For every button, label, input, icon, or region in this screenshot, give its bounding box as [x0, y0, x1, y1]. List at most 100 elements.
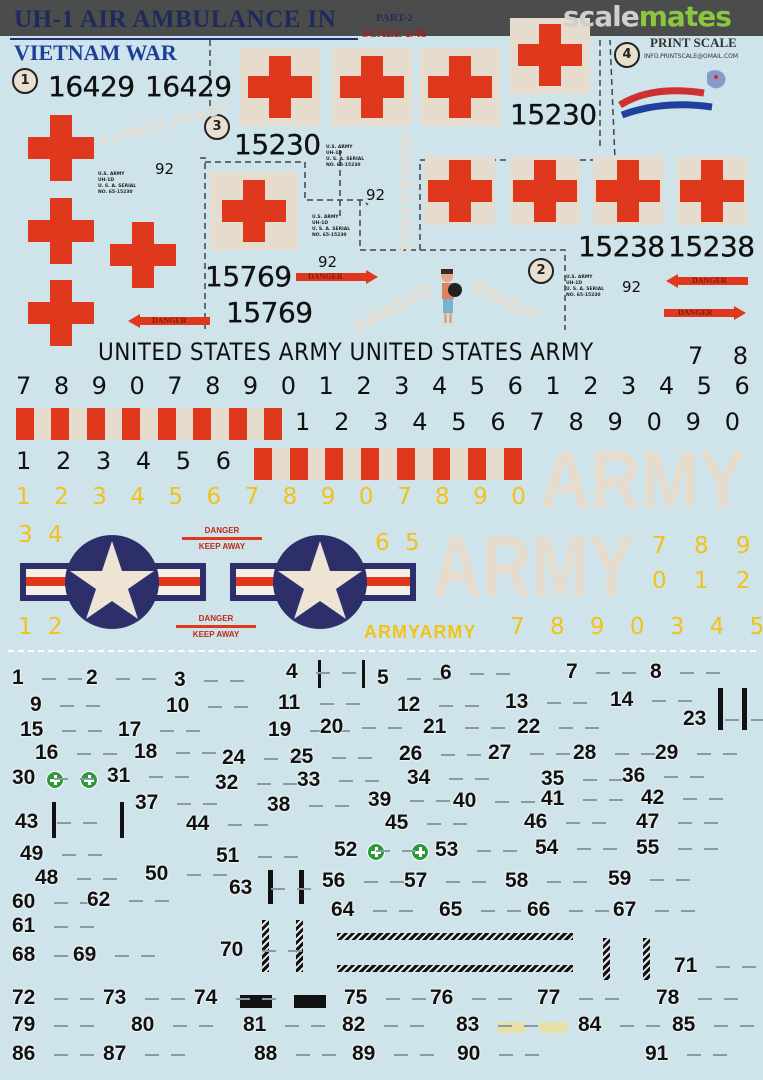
walkway-stripe-decal: [603, 938, 610, 980]
stencil-mark: [472, 998, 486, 1000]
decal-digit: 0: [280, 372, 296, 400]
stencil-mark: [704, 848, 718, 850]
scheme-4-marker: 4: [614, 42, 640, 68]
serial-15769: 15769: [205, 260, 292, 293]
stencil-mark: [254, 824, 268, 826]
stencil-mark: [80, 926, 94, 928]
decal-digit: 8: [568, 408, 584, 436]
stencil-mark: [592, 822, 606, 824]
bandit-character-art: [441, 269, 462, 323]
decal-digit: 4: [412, 408, 428, 436]
decal-digit: 4: [431, 372, 448, 400]
red-cream-stripe-decal: [254, 448, 522, 480]
decal-digit: 7: [529, 408, 545, 436]
decal-digit: 8: [205, 372, 221, 400]
decal-digit: 9: [607, 408, 623, 436]
black-stripe-decal: [268, 870, 273, 904]
stencil-mark: [650, 879, 664, 881]
black-stripe-decal: [120, 802, 124, 838]
stencil-mark: [364, 881, 378, 883]
stencil-mark: [54, 926, 68, 928]
stencil-mark: [725, 719, 739, 721]
us-star-insignia: [20, 535, 206, 629]
stencil-mark: [573, 702, 587, 704]
decal-number: 15: [20, 718, 44, 741]
decal-number: 71: [674, 954, 698, 977]
decal-number: 68: [12, 943, 36, 966]
stencil-mark: [676, 879, 690, 881]
stencil-mark: [202, 752, 216, 754]
decal-digit: 5: [168, 484, 184, 510]
stencil-mark: [573, 881, 587, 883]
danger-arrow-left: DANGER: [128, 314, 210, 328]
stencil-mark: [559, 727, 573, 729]
decal-number: 7: [566, 660, 578, 683]
decal-number: 89: [352, 1042, 376, 1065]
stencil-mark: [386, 998, 400, 1000]
decal-number: 50: [145, 862, 169, 885]
decal-digit: 6: [215, 447, 231, 475]
decal-number: 56: [322, 869, 346, 892]
decal-number: 28: [573, 741, 597, 764]
stencil-mark: [655, 910, 669, 912]
stencil-mark: [507, 910, 521, 912]
title-underline: [10, 38, 358, 40]
decal-digit: 6: [206, 484, 222, 510]
decal-number: 18: [134, 740, 158, 763]
black-stripe-decal: [718, 688, 723, 730]
decal-number: 30: [12, 766, 36, 789]
decal-digit: 5: [696, 372, 712, 400]
stencil-mark: [171, 1054, 185, 1056]
stencil-mark: [176, 752, 190, 754]
decal-number: 78: [656, 986, 680, 1009]
yellow-digits: 6 5: [375, 530, 424, 556]
stencil-mark: [394, 1054, 408, 1056]
decal-digit: 5: [469, 372, 486, 400]
serial-15230: 15230: [510, 98, 597, 131]
stencil-mark: [470, 673, 484, 675]
stencil-mark: [177, 803, 191, 805]
stencil-mark: [297, 888, 311, 890]
decal-number: 29: [655, 741, 679, 764]
serial-16429: 16429: [48, 70, 135, 103]
decal-number: 90: [457, 1042, 481, 1065]
stencil-mark: [290, 758, 304, 760]
army-small-lettering: ARMYARMY: [364, 622, 477, 642]
stencil-mark: [521, 801, 535, 803]
red-cross-decal: [28, 115, 94, 181]
stencil-mark: [496, 673, 510, 675]
stencil-mark: [678, 822, 692, 824]
decal-number: 58: [505, 869, 529, 892]
decal-digit: 7: [396, 484, 412, 510]
danang-nose-art: [618, 70, 726, 119]
stencil-mark: [678, 700, 692, 702]
decal-number: 11: [278, 691, 301, 714]
stencil-mark: [320, 703, 334, 705]
decal-number: 9: [30, 693, 42, 716]
decal-digit: 1: [16, 484, 31, 510]
stencil-mark: [579, 998, 593, 1000]
stencil-mark: [603, 848, 617, 850]
stencil-mark: [173, 1025, 187, 1027]
decal-number: 5: [377, 666, 389, 689]
decal-number: 80: [131, 1013, 155, 1036]
stencil-mark: [410, 1025, 424, 1027]
decal-number: 83: [456, 1013, 480, 1036]
black-placard-decal: [240, 995, 272, 1008]
stencil-mark: [80, 902, 94, 904]
stencil-mark: [716, 966, 730, 968]
stencil-mark: [160, 730, 174, 732]
decal-number: 82: [342, 1013, 366, 1036]
decal-number: 81: [243, 1013, 267, 1036]
decal-number: 17: [118, 718, 142, 741]
stencil-mark: [288, 950, 302, 952]
decal-number: 51: [216, 844, 240, 867]
decal-digit: 9: [685, 408, 701, 436]
stencil-mark: [698, 998, 712, 1000]
yellow-placard-decal: [498, 1022, 525, 1033]
decal-number: 75: [344, 986, 368, 1009]
decal-number: 39: [368, 788, 392, 811]
decal-number: 4: [286, 660, 298, 683]
decal-number: 43: [15, 810, 39, 833]
